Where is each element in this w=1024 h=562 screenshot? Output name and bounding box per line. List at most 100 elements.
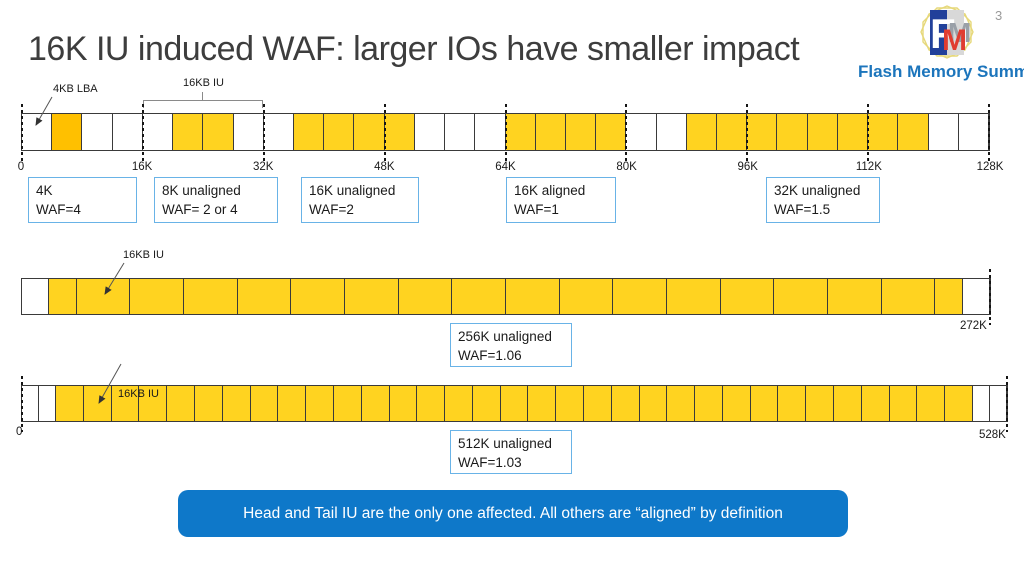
iu-cell-w <box>22 386 40 421</box>
iu-cell-y <box>278 386 307 421</box>
iu-cell-y <box>717 114 748 150</box>
iu-cell-y <box>324 114 355 150</box>
iu-cell-w <box>233 114 264 150</box>
iu-cell-y <box>559 279 614 314</box>
iu-cell-w <box>626 114 657 150</box>
iu-cell-y <box>556 386 584 421</box>
iu-cell-y <box>361 386 390 421</box>
iu-cell-y <box>837 114 869 150</box>
iu-cell-w <box>263 114 294 150</box>
iu-cell-w <box>989 386 1008 421</box>
iu-boundary-tick <box>262 104 265 161</box>
iu-cell-y <box>945 386 973 421</box>
iu-cell-w <box>142 114 174 150</box>
callout-16k-unaligned-line2: WAF=2 <box>309 202 354 217</box>
iu-cell-y <box>834 386 862 421</box>
iu-cell-y <box>173 114 204 150</box>
iu-cell-y <box>722 386 751 421</box>
axis-label: 96K <box>737 161 758 173</box>
iu-cell-y <box>747 114 778 150</box>
callout-8k-line2: WAF= 2 or 4 <box>162 202 238 217</box>
iu-cell-w <box>39 386 57 421</box>
iu-cell-y <box>807 114 838 150</box>
iu-cell-y <box>505 114 536 150</box>
iu-cell-y <box>250 386 279 421</box>
iu-cell-y <box>56 386 84 421</box>
iu-cell-y <box>528 386 557 421</box>
axis-label: 80K <box>616 161 637 173</box>
iu-cell-y <box>237 279 292 314</box>
iu-cell-y <box>565 114 597 150</box>
callout-16k-aligned-line1: 16K aligned <box>514 183 586 198</box>
axis-label: 64K <box>495 161 516 173</box>
iu-cell-y <box>720 279 775 314</box>
iu-cell-w <box>414 114 446 150</box>
callout-256k-unaligned: 256K unaligned WAF=1.06 <box>450 323 572 367</box>
callout-512k-line1: 512K unaligned <box>458 436 552 451</box>
iu-cell-y <box>333 386 362 421</box>
iu-cell-w <box>962 279 991 314</box>
lba-label: 4KB LBA <box>53 83 98 95</box>
iu-cell-y <box>889 386 918 421</box>
iu-cell-y <box>935 279 963 314</box>
callout-4k-line1: 4K <box>36 183 53 198</box>
callout-32k-unaligned-line2: WAF=1.5 <box>774 202 831 217</box>
callout-16k-unaligned-line1: 16K unaligned <box>309 183 396 198</box>
iu-cell-y <box>76 279 131 314</box>
callout-4k: 4K WAF=4 <box>28 177 137 223</box>
iu-cell-y <box>472 386 501 421</box>
iu-cell-y <box>452 279 507 314</box>
iu-cell-w <box>22 114 53 150</box>
iu-cell-w <box>928 114 959 150</box>
iu-cell-y <box>83 386 112 421</box>
callout-8k-line1: 8K unaligned <box>162 183 241 198</box>
iu-cell-y <box>667 386 696 421</box>
axis-label: 16K <box>131 161 153 173</box>
iu-cell-y <box>398 279 453 314</box>
callout-16k-aligned-line2: WAF=1 <box>514 202 559 217</box>
fms-logo: F M M <box>872 4 1022 69</box>
iu-cell-w <box>475 114 506 150</box>
summary-banner: Head and Tail IU are the only one affect… <box>178 490 848 537</box>
svg-text:F: F <box>930 10 956 57</box>
iu-cell-w <box>445 114 476 150</box>
fms-logo-emblem: F M M <box>920 5 974 59</box>
summary-banner-text: Head and Tail IU are the only one affect… <box>243 504 783 522</box>
iu-cell-y <box>306 386 334 421</box>
iu-cell-w <box>112 114 143 150</box>
bar2-end-label: 272K <box>960 320 987 332</box>
callout-512k-unaligned: 512K unaligned WAF=1.03 <box>450 430 572 474</box>
axis-label: 128K <box>976 161 1004 173</box>
iu-cell-y <box>535 114 566 150</box>
callout-256k-line2: WAF=1.06 <box>458 348 522 363</box>
iu-label-top: 16KB IU <box>183 77 224 89</box>
iu-cell-y <box>695 386 723 421</box>
axis-label: 48K <box>374 161 395 173</box>
svg-text:M: M <box>942 24 967 57</box>
iu-cell-y <box>345 279 399 314</box>
iu-cell-y <box>500 386 529 421</box>
iu-cell-y <box>806 386 834 421</box>
iu-cell-y <box>881 279 936 314</box>
iu-boundary-tick <box>625 104 628 161</box>
iu-cell-y <box>445 386 473 421</box>
iu-bracket-span <box>143 100 263 101</box>
iu-boundary-tick <box>1006 376 1008 432</box>
iu-cell-w <box>22 279 50 314</box>
axis-label: 32K <box>253 161 274 173</box>
iu-boundary-tick <box>21 104 23 161</box>
iu-boundary-tick <box>989 269 991 325</box>
iu-cell-y <box>130 279 184 314</box>
iu-cell-y <box>861 386 890 421</box>
iu-boundary-tick <box>988 104 990 161</box>
iu-cell-y <box>667 279 721 314</box>
iu-cell-y <box>639 386 668 421</box>
iu-boundary-tick <box>867 104 870 161</box>
iu-boundary-tick <box>21 376 23 432</box>
iu-cell-y <box>828 279 882 314</box>
iu-cell-y <box>778 386 807 421</box>
iu-cell-y <box>384 114 415 150</box>
bar3-end-label: 528K <box>979 429 1006 441</box>
callout-512k-line2: WAF=1.03 <box>458 455 522 470</box>
